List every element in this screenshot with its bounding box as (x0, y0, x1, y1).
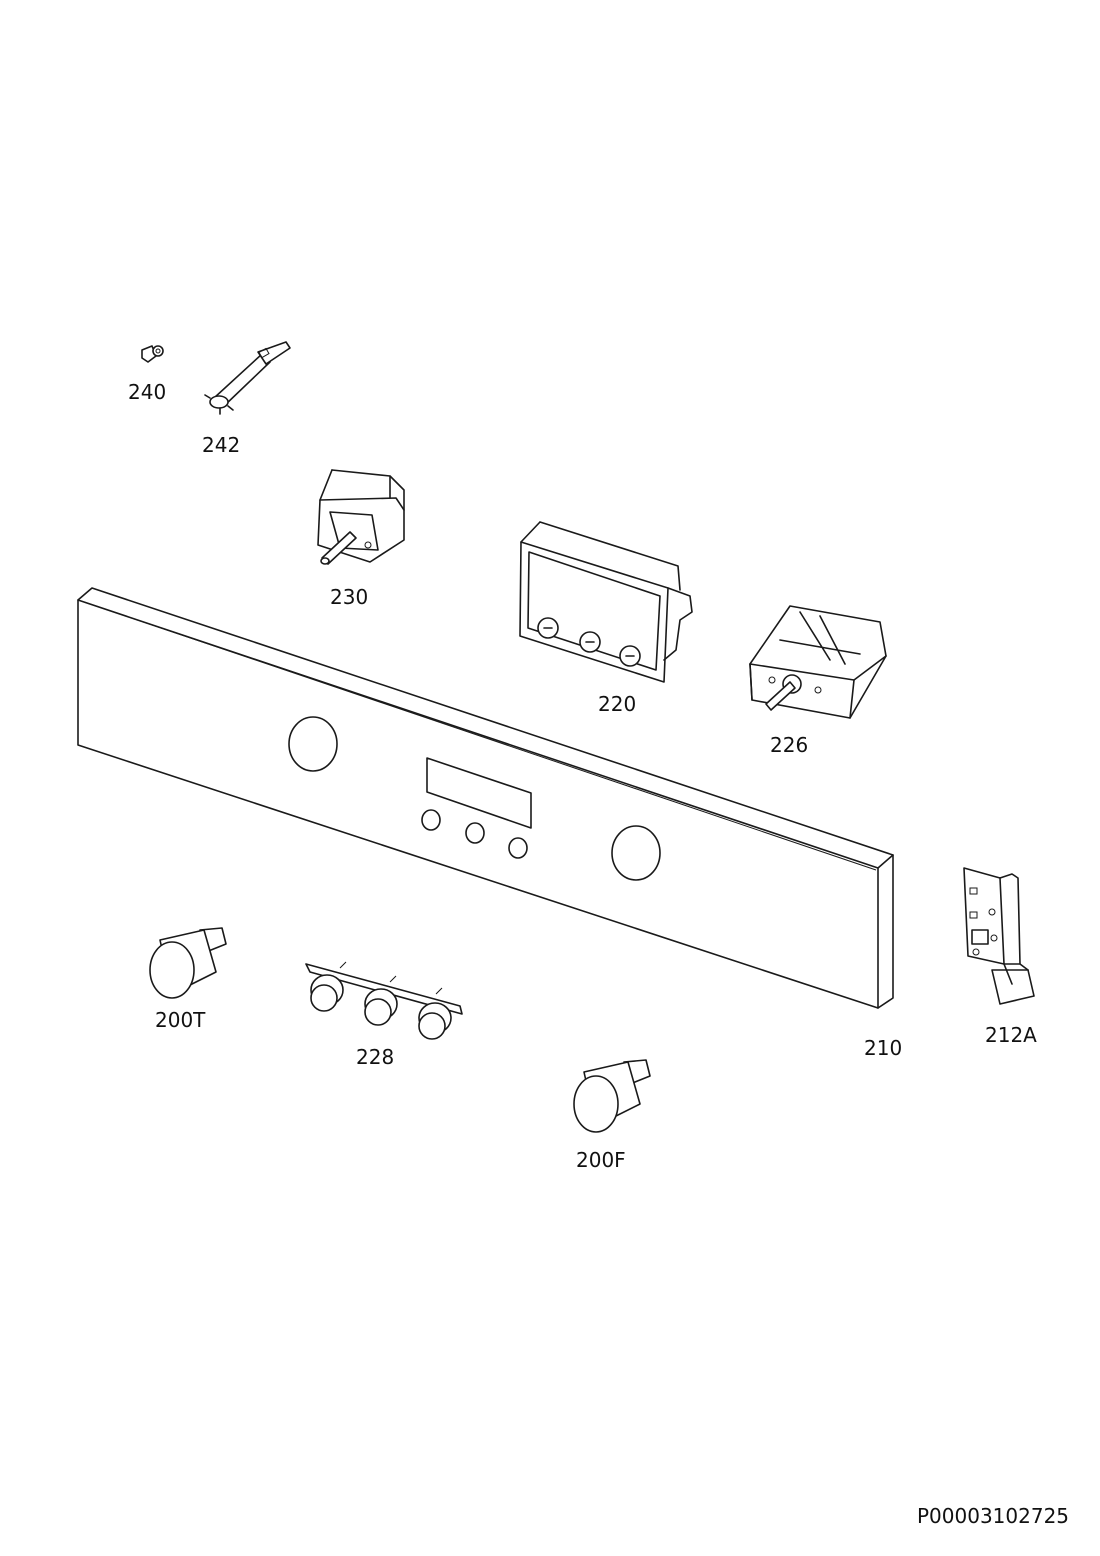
label-220: 220 (598, 692, 636, 716)
label-240: 240 (128, 380, 166, 404)
button-cap-1 (310, 974, 344, 1012)
label-228: 228 (356, 1045, 394, 1069)
label-200T: 200T (155, 1008, 206, 1032)
button-cap-2 (364, 988, 398, 1026)
label-212A: 212A (985, 1023, 1037, 1047)
button-set-228[interactable] (305, 961, 463, 1040)
timer-knob-right (619, 645, 641, 667)
panel-knob-hole-left (288, 716, 338, 772)
knob-200T[interactable] (149, 927, 227, 999)
panel-display-window (426, 757, 532, 829)
label-226: 226 (770, 733, 808, 757)
timer-module-220[interactable] (519, 521, 693, 683)
panel-knob-hole-right (611, 825, 661, 881)
knob-200F[interactable] (573, 1059, 651, 1133)
button-cap-3 (418, 1002, 452, 1040)
bracket-212A[interactable] (963, 867, 1035, 1005)
switch-230[interactable] (317, 469, 405, 565)
document-code: P00003102725 (917, 1504, 1069, 1528)
panel-button-hole-3 (508, 837, 528, 859)
sensor-242[interactable] (204, 341, 291, 415)
label-210: 210 (864, 1036, 902, 1060)
screw-240[interactable] (141, 345, 164, 363)
label-200F: 200F (576, 1148, 626, 1172)
panel-button-hole-2 (465, 822, 485, 844)
label-242: 242 (202, 433, 240, 457)
timer-knob-left (537, 617, 559, 639)
timer-knob-middle (579, 631, 601, 653)
selector-switch-226[interactable] (749, 605, 887, 719)
panel-button-hole-1 (421, 809, 441, 831)
control-panel-210[interactable] (77, 587, 894, 1009)
label-230: 230 (330, 585, 368, 609)
